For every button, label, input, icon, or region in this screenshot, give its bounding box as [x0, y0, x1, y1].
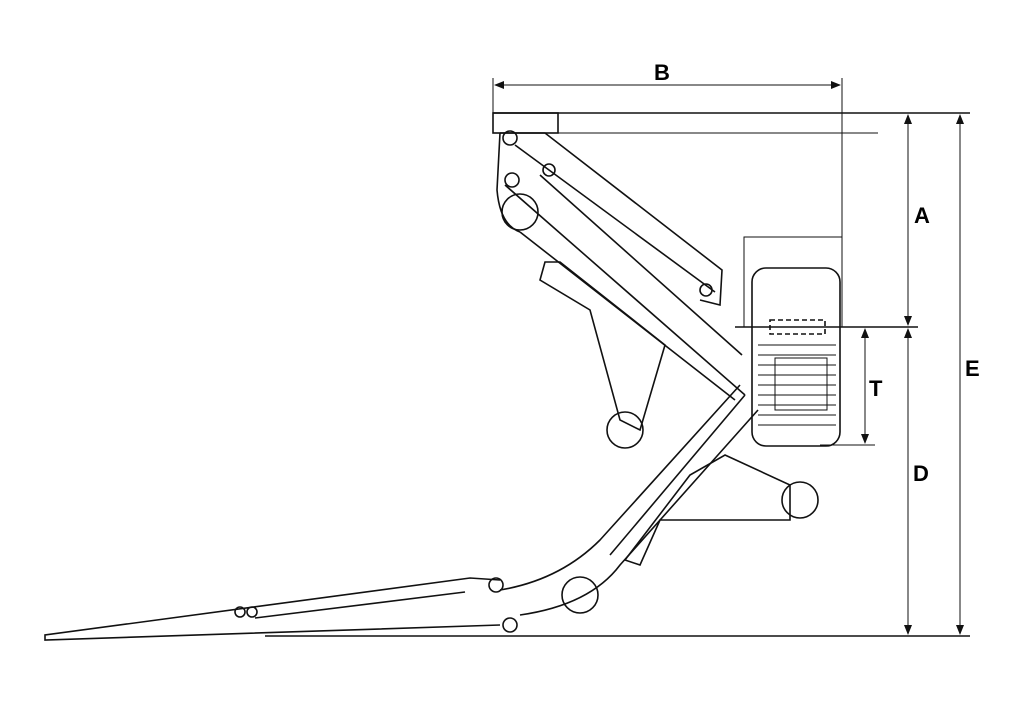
- reference-lines: [265, 78, 970, 637]
- upper-boom: [500, 132, 746, 401]
- dimension-t: T: [861, 328, 883, 444]
- jib-arm: [44, 577, 518, 641]
- label-a: A: [914, 203, 930, 228]
- dimension-b: B: [494, 60, 841, 89]
- lower-bracket: [623, 454, 819, 566]
- lower-boom: [499, 384, 759, 616]
- basket: [743, 236, 843, 447]
- dimension-a: A: [904, 114, 930, 326]
- label-e: E: [965, 356, 980, 381]
- label-b: B: [654, 60, 670, 85]
- dimension-d: D: [904, 328, 929, 635]
- label-t: T: [869, 376, 883, 401]
- dimension-e: E: [956, 114, 980, 635]
- upper-bracket: [539, 261, 666, 449]
- label-d: D: [913, 461, 929, 486]
